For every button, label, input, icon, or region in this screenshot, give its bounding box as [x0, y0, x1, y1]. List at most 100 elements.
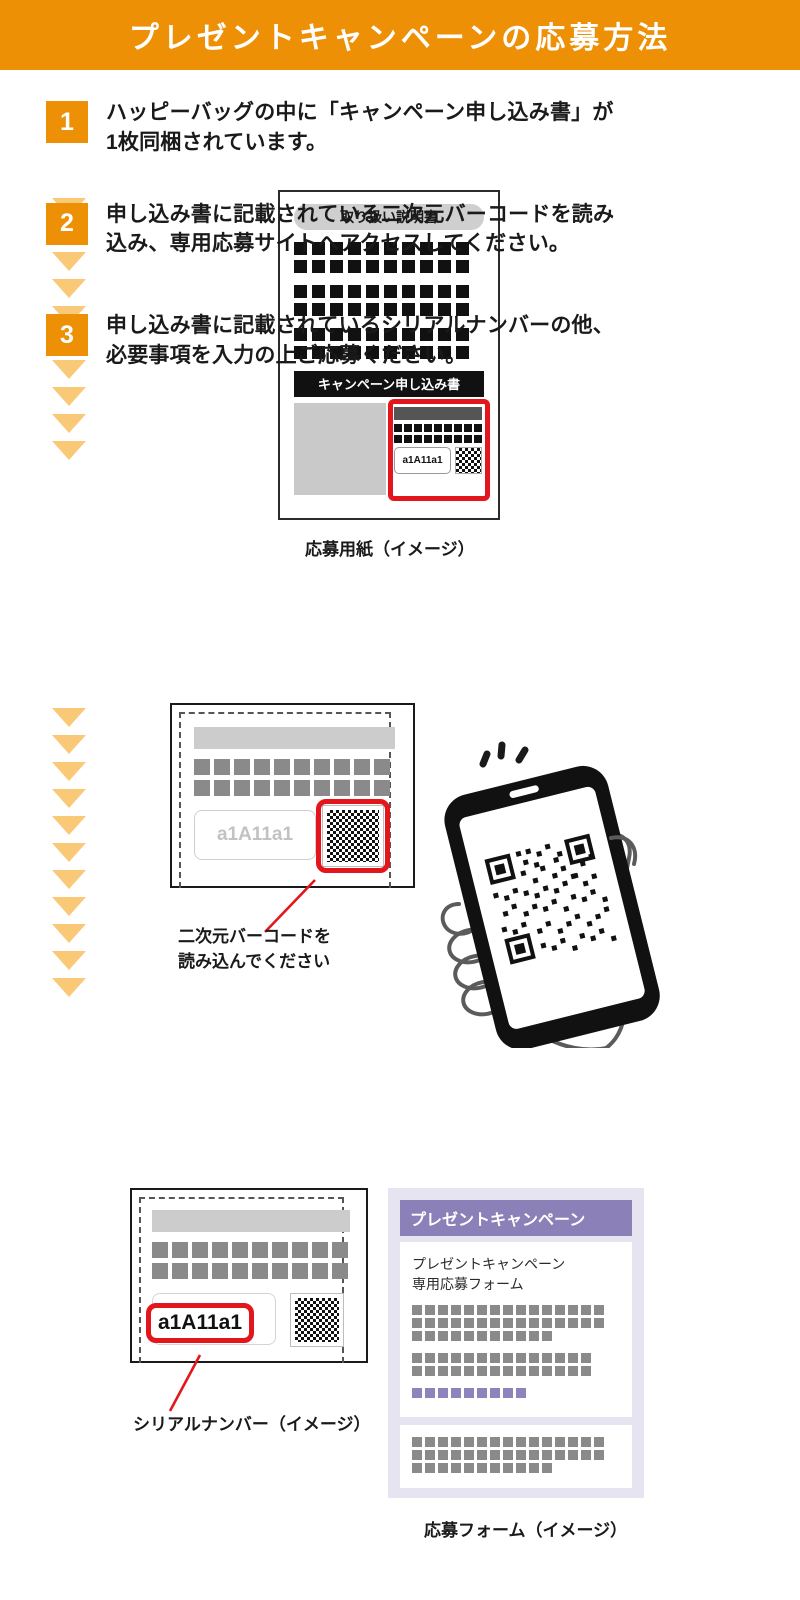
arrow-column-step1	[52, 198, 86, 460]
qr-code-area	[322, 805, 384, 867]
chevron-down-icon	[52, 924, 86, 943]
dashed-crop-border	[179, 712, 391, 888]
qr-code-icon	[455, 447, 482, 474]
entry-form-placeholder-row	[412, 1365, 620, 1376]
step-3-text-line-2: 必要事項を入力の上ご応募ください。	[106, 344, 467, 368]
entry-form-placeholder-row	[412, 1436, 620, 1447]
step-2-text: 申し込み書に記載されている二次元バーコードを読み 込み、専用応募サイトへアクセス…	[106, 200, 614, 260]
entry-form-placeholder-row	[412, 1317, 620, 1328]
paper-mini-row	[394, 424, 482, 432]
phone-hand-svg	[440, 741, 660, 1056]
paper-text-row	[294, 242, 484, 255]
chevron-down-icon	[52, 360, 86, 379]
red-highlight-box	[388, 399, 490, 501]
chevron-down-icon	[52, 708, 86, 727]
entry-form-mockup: プレゼントキャンペーン プレゼントキャンペーン 専用応募フォーム	[388, 1188, 644, 1498]
step-2-form-mockup: a1A11a1	[170, 703, 415, 888]
step-1-caption: 応募用紙（イメージ）	[305, 540, 475, 559]
entry-form-field-group	[412, 1304, 620, 1341]
thumb-outline	[609, 835, 638, 866]
phone-body	[444, 765, 660, 1050]
chevron-down-icon	[52, 441, 86, 460]
form-text-row	[194, 759, 395, 775]
step-2-annotation-line-1: 二次元バーコードを	[178, 927, 331, 946]
step-1-text: ハッピーバッグの中に「キャンペーン申し込み書」が 1枚同梱されています。	[106, 98, 614, 158]
step-3-text-line-1: 申し込み書に記載されているシリアルナンバーの他、	[106, 314, 614, 338]
paper-gray-placeholder	[294, 403, 386, 495]
entry-form-body-secondary	[400, 1424, 632, 1488]
step-1-block: 1 ハッピーバッグの中に「キャンペーン申し込み書」が 1枚同梱されています。	[0, 98, 800, 158]
form-text-row	[152, 1263, 350, 1279]
paper-text-row	[294, 346, 484, 359]
entry-form-placeholder-row	[412, 1330, 620, 1341]
step-3-form-content	[152, 1210, 350, 1284]
page-header-banner: プレゼントキャンペーンの応募方法	[0, 0, 800, 70]
paper-text-row	[294, 260, 484, 273]
step-2-annotation: 二次元バーコードを 読み込んでください	[178, 925, 331, 974]
step-3-number-badge: 3	[46, 314, 88, 357]
step-2-number-badge: 2	[46, 202, 88, 245]
step-1-text-line-1: ハッピーバッグの中に「キャンペーン申し込み書」が	[106, 101, 614, 124]
paper-dark-bar	[394, 407, 482, 420]
chevron-down-icon	[52, 387, 86, 406]
step-1-text-line-2: 1枚同梱されています。	[106, 130, 328, 154]
qr-code-icon	[327, 810, 379, 862]
serial-number-value: a1A11a1	[394, 447, 451, 474]
chevron-down-icon	[52, 762, 86, 781]
qr-code-icon	[295, 1298, 339, 1342]
step-3-block: 3 申し込み書に記載されているシリアルナンバーの他、 必要事項を入力の上ご応募く…	[0, 311, 800, 371]
entry-form-placeholder-row	[412, 1352, 620, 1363]
step-3-caption-left: シリアルナンバー（イメージ）	[133, 1415, 371, 1434]
entry-form-field-group	[412, 1352, 620, 1376]
form-text-row	[152, 1242, 350, 1258]
paper-text-block-1	[294, 242, 484, 273]
phone-speaker-icon	[509, 785, 539, 798]
entry-form-heading: プレゼントキャンペーン 専用応募フォーム	[412, 1254, 620, 1295]
smartphone-scanning-illustration	[415, 718, 695, 1056]
chevron-down-icon	[52, 252, 86, 271]
paper-text-row	[294, 328, 484, 341]
chevron-down-icon	[52, 843, 86, 862]
chevron-down-icon	[52, 978, 86, 997]
page-title: プレゼントキャンペーンの応募方法	[128, 22, 672, 55]
entry-form-heading-line-1: プレゼントキャンペーン	[412, 1256, 566, 1272]
step-3-form-mockup: a1A11a1	[130, 1188, 368, 1363]
step-2-form-content	[194, 727, 395, 801]
qr-code-area	[290, 1293, 344, 1347]
serial-number-field: a1A11a1	[194, 810, 316, 860]
motion-lines-icon	[479, 741, 529, 768]
paper-application-section: a1A11a1	[294, 399, 490, 501]
dashed-crop-border	[139, 1197, 344, 1363]
pointer-line-step3	[168, 1354, 202, 1412]
arrow-column-step2	[52, 708, 86, 997]
paper-text-row	[294, 285, 484, 298]
paper-serial-area: a1A11a1	[388, 399, 490, 501]
step-2-heading: 2 申し込み書に記載されている二次元バーコードを読み 込み、専用応募サイトへアク…	[0, 200, 800, 260]
paper-campaign-banner: キャンペーン申し込み書	[294, 371, 484, 397]
step-1-number-badge: 1	[46, 101, 88, 143]
step-3-heading: 3 申し込み書に記載されているシリアルナンバーの他、 必要事項を入力の上ご応募く…	[0, 311, 800, 371]
entry-form-placeholder-row	[412, 1449, 620, 1460]
chevron-down-icon	[52, 897, 86, 916]
paper-mini-row	[394, 435, 482, 443]
step-2-text-line-1: 申し込み書に記載されている二次元バーコードを読み	[106, 202, 615, 226]
entry-form-heading-line-2: 専用応募フォーム	[412, 1276, 524, 1293]
paper-text-row	[294, 303, 484, 316]
form-text-row	[194, 780, 395, 796]
entry-form-header: プレゼントキャンペーン	[400, 1200, 632, 1236]
form-title-bar	[152, 1210, 350, 1232]
chevron-down-icon	[52, 816, 86, 835]
step-3-caption-right: 応募フォーム（イメージ）	[424, 1521, 628, 1540]
qr-code-on-screen	[482, 831, 618, 968]
paper-serial-row: a1A11a1	[394, 447, 482, 474]
step-3-text: 申し込み書に記載されているシリアルナンバーの他、 必要事項を入力の上ご応募くださ…	[106, 311, 614, 371]
entry-form-body: プレゼントキャンペーン 専用応募フォーム	[400, 1242, 632, 1417]
step-1-heading: 1 ハッピーバッグの中に「キャンペーン申し込み書」が 1枚同梱されています。	[0, 98, 800, 158]
form-title-bar	[194, 727, 395, 749]
step-2-annotation-line-2: 読み込んでください	[178, 951, 331, 971]
red-highlight-box	[316, 799, 390, 873]
entry-form-accent-row	[412, 1387, 620, 1398]
serial-number-highlighted: a1A11a1	[146, 1303, 254, 1343]
step-2-block: 2 申し込み書に記載されている二次元バーコードを読み 込み、専用応募サイトへアク…	[0, 200, 800, 260]
application-paper-mockup: 取り扱い説明書 キャンペーン申し込み書	[278, 190, 500, 520]
